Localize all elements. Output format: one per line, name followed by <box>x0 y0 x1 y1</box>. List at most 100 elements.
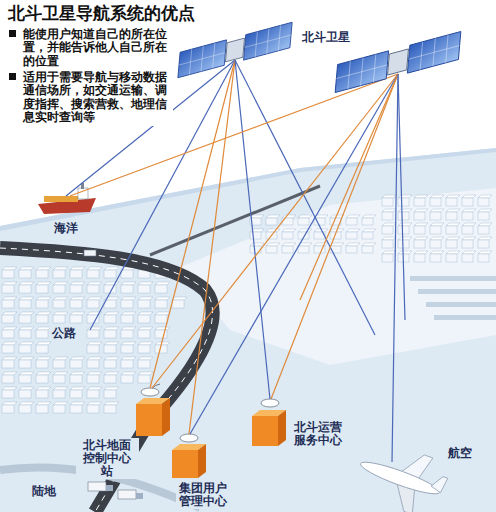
station-label: 北斗运营服务中心 <box>291 420 344 448</box>
city-buildings <box>362 215 376 218</box>
city-buildings <box>104 372 119 375</box>
city-buildings <box>53 282 68 285</box>
city-buildings <box>36 357 51 360</box>
city-buildings <box>104 375 116 383</box>
city-buildings <box>36 315 48 323</box>
city-buildings <box>2 387 17 390</box>
city-buildings <box>138 357 153 360</box>
city-buildings <box>104 312 119 315</box>
city-buildings <box>87 390 99 398</box>
city-buildings <box>446 209 460 212</box>
bullet-markers <box>9 73 16 80</box>
city-buildings <box>138 285 150 293</box>
city-buildings <box>250 243 264 246</box>
city-buildings <box>2 390 14 398</box>
signal-lines <box>271 74 398 399</box>
place-label: 公路 <box>50 326 78 341</box>
city-buildings <box>414 240 425 248</box>
city-buildings <box>2 405 14 413</box>
city-buildings <box>155 312 170 315</box>
city-buildings <box>446 212 457 220</box>
city-buildings <box>430 212 441 220</box>
city-buildings <box>121 282 136 285</box>
city-buildings <box>19 330 31 338</box>
city-buildings <box>382 209 396 212</box>
city-buildings <box>398 226 409 234</box>
city-buildings <box>87 357 102 360</box>
city-buildings <box>70 390 82 398</box>
city-buildings <box>282 246 293 253</box>
city-buildings <box>104 360 116 368</box>
city-buildings <box>70 357 85 360</box>
city-buildings <box>104 270 116 278</box>
city-buildings <box>155 315 167 323</box>
city-buildings <box>2 360 14 368</box>
airplane <box>358 457 442 499</box>
city-buildings <box>70 372 85 375</box>
city-buildings <box>446 226 457 234</box>
city-buildings <box>478 251 492 254</box>
city-buildings <box>53 300 65 308</box>
city-buildings <box>87 330 99 338</box>
city-buildings <box>121 297 136 300</box>
city-buildings <box>19 327 34 330</box>
city-buildings <box>155 342 170 345</box>
city-buildings <box>362 246 373 253</box>
city-buildings <box>53 387 68 390</box>
city-buildings <box>446 198 457 206</box>
city-buildings <box>266 229 280 232</box>
city-buildings <box>104 282 119 285</box>
harbour-piers <box>410 276 496 281</box>
city-buildings <box>138 345 150 353</box>
city-buildings <box>121 357 136 360</box>
city-buildings <box>87 402 102 405</box>
vehicles <box>136 493 143 499</box>
city-buildings <box>155 327 170 330</box>
city-buildings <box>446 237 460 240</box>
city-buildings <box>53 360 65 368</box>
city-buildings <box>36 372 51 375</box>
city-buildings <box>19 357 34 360</box>
city-buildings <box>478 237 492 240</box>
city-buildings <box>19 402 34 405</box>
city-buildings <box>53 285 65 293</box>
city-buildings <box>2 402 17 405</box>
city-buildings <box>36 390 48 398</box>
ship <box>38 183 96 214</box>
city-buildings <box>53 312 68 315</box>
city-buildings <box>104 315 116 323</box>
operations-building <box>252 416 278 446</box>
city-buildings <box>121 285 133 293</box>
operations-building <box>252 399 286 446</box>
city-buildings <box>430 198 441 206</box>
city-buildings <box>36 345 48 353</box>
city-buildings <box>70 375 82 383</box>
city-buildings <box>36 300 48 308</box>
city-buildings <box>53 372 68 375</box>
city-buildings <box>19 282 34 285</box>
city-buildings <box>36 327 51 330</box>
city-buildings <box>104 390 116 398</box>
city-buildings <box>70 387 85 390</box>
city-buildings <box>70 360 82 368</box>
control-station-building <box>162 398 170 436</box>
city-buildings <box>346 229 360 232</box>
city-buildings <box>446 251 460 254</box>
city-buildings <box>138 372 153 375</box>
harbour-piers <box>410 276 496 320</box>
roads <box>0 248 213 512</box>
city-buildings <box>19 360 31 368</box>
city-buildings <box>446 254 457 262</box>
airplane <box>350 435 452 512</box>
city-buildings <box>53 357 68 360</box>
city-buildings <box>19 267 34 270</box>
city-buildings <box>70 405 82 413</box>
city-buildings <box>266 215 280 218</box>
city-buildings <box>398 223 412 226</box>
city-buildings <box>314 243 328 246</box>
city-buildings <box>104 342 119 345</box>
city-buildings <box>53 405 65 413</box>
city-buildings <box>362 229 376 232</box>
city-buildings <box>172 300 184 308</box>
city-buildings <box>462 223 476 226</box>
